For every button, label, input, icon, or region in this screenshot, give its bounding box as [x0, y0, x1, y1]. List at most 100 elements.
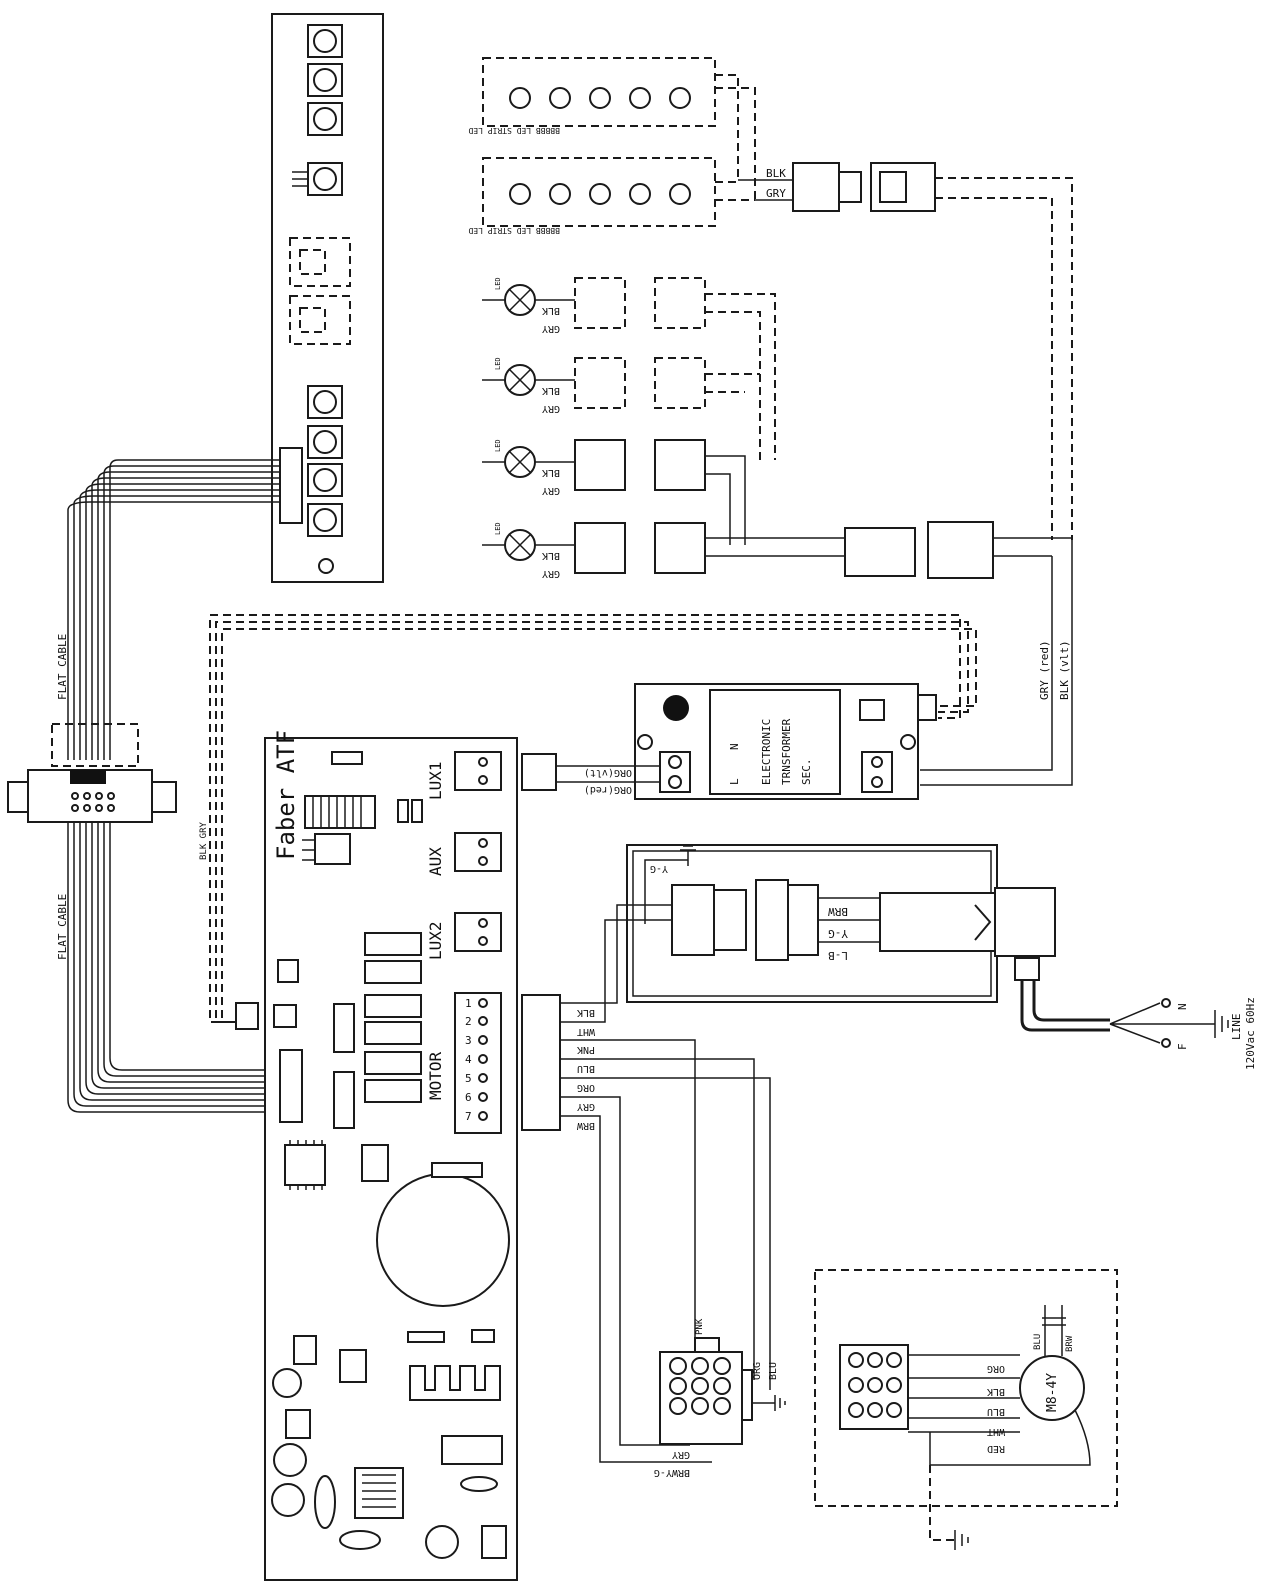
wire-blu: BLU	[577, 1063, 595, 1074]
key-button	[307, 385, 343, 419]
light-4-gry: GRY	[542, 568, 560, 579]
motor-pin-6: 6	[465, 1091, 472, 1104]
led-label: LED	[494, 357, 502, 370]
strip-gry-label: GRY	[766, 187, 786, 200]
main-board: Faber ATF LUX1 AUX LUX2 MOTOR 1 2 3 4 5 …	[264, 730, 518, 1581]
transformer-l: L	[728, 778, 741, 785]
motor-wire-blu: BLU	[987, 1406, 1005, 1417]
harness-connector	[521, 994, 561, 1131]
motor-pin-5: 5	[465, 1072, 472, 1085]
microcontroller-chip	[284, 1140, 326, 1190]
line-f-label: F	[1176, 1043, 1189, 1050]
light-1-blk: BLK	[542, 305, 560, 316]
led-label: LED	[494, 277, 502, 290]
lb-label: L-B	[828, 949, 848, 962]
light-hub-connector	[844, 521, 1072, 579]
light-3-gry: GRY	[542, 485, 560, 496]
flat-cable-bottom-label: FLAT CABLE	[56, 894, 69, 960]
motor-wire-red: RED	[987, 1443, 1005, 1454]
wire-brw: BRW	[576, 1120, 595, 1131]
key-button	[307, 63, 343, 97]
blk-vlt-label: BLK (vlt)	[1058, 640, 1071, 700]
strip-blk-label: BLK	[766, 167, 786, 180]
gry-red-label: GRY (red)	[1038, 640, 1051, 700]
buzzer	[376, 1162, 510, 1307]
wire-wht: WHT	[577, 1026, 595, 1037]
led-label: LED	[494, 522, 502, 535]
key-button	[307, 503, 343, 537]
line-spec-label: 120Vac 60Hz	[1244, 997, 1257, 1070]
light-2-gry: GRY	[542, 403, 560, 414]
flat-cable: FLAT CABLE FLAT CABLE	[7, 459, 280, 1113]
flat-cable-top-label: FLAT CABLE	[56, 634, 69, 700]
wire-pnk: PNK	[577, 1044, 595, 1055]
led-strip-top-label: BBBBB LED STRIP LED	[468, 126, 560, 135]
org-vlt-label: ORG(vlt)	[584, 767, 632, 778]
lux1-terminal	[454, 751, 502, 791]
yg-top-label: Y-G	[650, 863, 668, 874]
led-label: LED	[494, 439, 502, 452]
motor-harness: BLK WHT PNK BLU ORG GRY BRW	[521, 904, 771, 1463]
aux-label: AUX	[426, 847, 445, 876]
light-row-2: LED BLK GRY	[482, 357, 760, 414]
relay	[364, 932, 422, 1103]
key-button	[292, 162, 343, 196]
brw-label: BRW	[828, 905, 848, 918]
control-connector	[235, 1002, 259, 1030]
transformer-line1: ELECTRONIC	[760, 719, 773, 785]
light-row-3: LED BLK GRY	[482, 439, 746, 545]
plug-blu: BLU	[768, 1362, 779, 1380]
strip-connector	[792, 162, 936, 212]
key-button	[307, 463, 343, 497]
nine-pin-plug: PNK ORG BLU GRY BRWY-G	[654, 1318, 786, 1478]
seven-seg-display	[289, 295, 351, 345]
line-n-label: N	[1176, 1003, 1189, 1010]
motor-wire-blk: BLK	[987, 1386, 1005, 1397]
plug-gry: GRY	[672, 1449, 690, 1460]
light-row-4: LED BLK GRY	[482, 522, 845, 579]
plug-org: ORG	[752, 1362, 763, 1380]
light-row-1: LED BLK GRY	[482, 277, 776, 460]
electronic-transformer: L N ELECTRONIC TRNSFORMER SEC.	[634, 683, 937, 800]
key-button	[307, 102, 343, 136]
light-3-blk: BLK	[542, 467, 560, 478]
motor-model: M8-4Y	[1045, 1373, 1060, 1412]
motor-blu-label: BLU	[1033, 1334, 1043, 1350]
inductor-coil	[354, 1467, 404, 1519]
plug-brwyg: BRWY-G	[654, 1467, 690, 1478]
org-red-label: ORG(red)	[584, 784, 632, 795]
lux2-terminal	[454, 912, 502, 952]
yg-label: Y-G	[828, 927, 848, 940]
keypad-board	[271, 13, 384, 583]
wire-org: ORG	[577, 1082, 595, 1093]
light-4-blk: BLK	[542, 550, 560, 561]
control-cable: BLK GRY	[199, 614, 977, 1030]
line-label: LINE	[1230, 1014, 1243, 1041]
seven-seg-display	[289, 237, 351, 287]
motor-unit: ORG BLK BLU WHT RED M8-4Y BLU BRW	[814, 1269, 1118, 1550]
power-section: Y-G BRW Y-G L-B N F LINE 120Vac 60Hz	[626, 844, 1257, 1070]
motor-brw-label: BRW	[1065, 1335, 1075, 1352]
indicator-led	[318, 558, 334, 574]
plug-pnk: PNK	[695, 1318, 705, 1335]
led-strip-bottom-label: BBBBB LED STRIP LED	[468, 226, 560, 235]
motor-terminal: 1 2 3 4 5 6 7	[454, 992, 502, 1134]
led-strip-bottom: BBBBB LED STRIP LED	[468, 157, 716, 235]
blk-gry-label: BLK GRY	[199, 821, 209, 860]
motor-pin-7: 7	[465, 1110, 472, 1123]
lux1-label: LUX1	[426, 761, 445, 800]
motor-pin-3: 3	[465, 1034, 472, 1047]
wire-blk: BLK	[577, 1007, 595, 1018]
motor-pin-1: 1	[465, 997, 472, 1010]
lux2-label: LUX2	[426, 921, 445, 960]
flat-cable-connector	[7, 769, 177, 823]
transformer-n: N	[728, 743, 741, 750]
keypad-connector	[279, 447, 303, 524]
board-brand: Faber ATF	[272, 730, 300, 860]
transformer-line3: SEC.	[800, 759, 813, 786]
led-strip-top: BBBBB LED STRIP LED	[468, 57, 716, 135]
light-1-gry: GRY	[542, 323, 560, 334]
motor-label: MOTOR	[426, 1051, 445, 1100]
motor-pin-4: 4	[465, 1053, 472, 1066]
